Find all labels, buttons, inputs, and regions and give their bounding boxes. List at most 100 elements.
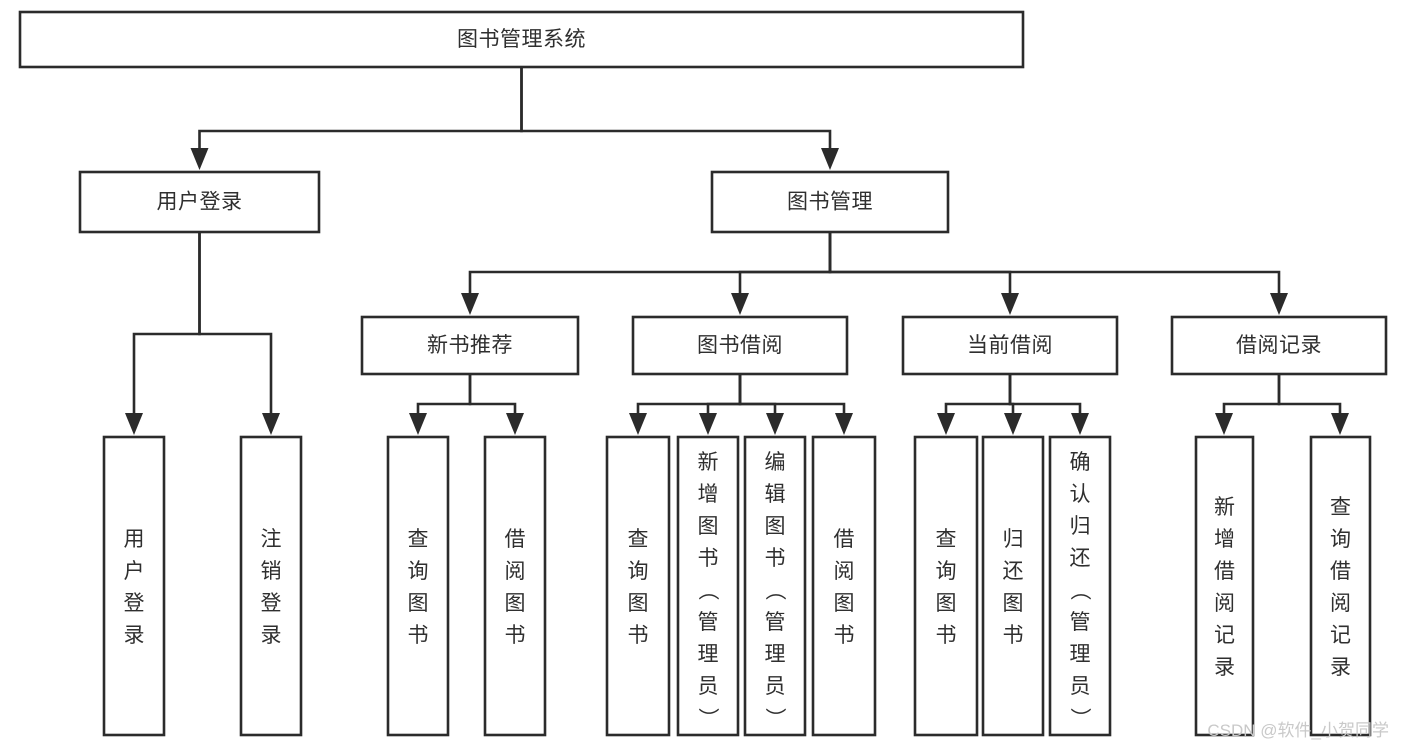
node-label-char: 理 [765, 643, 786, 666]
node-label-char: 阅 [834, 560, 855, 583]
edge-line [738, 374, 777, 413]
node-label-char: 书 [936, 624, 957, 647]
edge-line [828, 232, 1012, 293]
node-用户登录[interactable]: 用户登录 [78, 170, 321, 234]
node-label-char: 登 [261, 592, 282, 615]
node-图书管理系统[interactable]: 图书管理系统 [18, 10, 1025, 69]
edge-图书管理系统-to-用户登录 [190, 67, 523, 170]
node-label-char: 书 [834, 624, 855, 647]
node-label-char: 图 [765, 515, 786, 538]
node-label-char: 图 [936, 592, 957, 615]
node-label-char: 书 [505, 624, 526, 647]
node-label-char: 书 [1003, 624, 1024, 647]
node-label-char: 借 [834, 528, 855, 551]
node-label-char: 还 [1003, 560, 1024, 583]
node-box[interactable] [676, 435, 740, 737]
node-box[interactable] [743, 435, 807, 737]
edge-arrowhead [699, 413, 717, 435]
edge-arrowhead [262, 413, 280, 435]
node-label-char: 图 [408, 592, 429, 615]
node-label-char: 确 [1070, 451, 1091, 474]
edge-line [520, 67, 832, 148]
node-label: 图书借阅 [697, 334, 783, 357]
node-box[interactable] [1194, 435, 1255, 737]
node-box[interactable] [360, 315, 580, 376]
node-label-char: 辑 [765, 483, 786, 506]
node-label-char: 记 [1214, 624, 1235, 647]
edge-line [828, 232, 1281, 293]
edge-line [468, 374, 517, 413]
node-label-char: 记 [1330, 624, 1351, 647]
edge-arrowhead [835, 413, 853, 435]
node-label-char: 理 [698, 643, 719, 666]
edge-arrowhead [461, 293, 479, 315]
node-box[interactable] [901, 315, 1119, 376]
node-box[interactable] [913, 435, 979, 737]
node-box[interactable] [605, 435, 671, 737]
edge-arrowhead [409, 413, 427, 435]
edge-line [468, 232, 832, 293]
edge-line [1277, 374, 1342, 413]
node-box[interactable] [710, 170, 950, 234]
node-label-char: 书 [628, 624, 649, 647]
node-label-char: 询 [408, 560, 429, 583]
node-label-char: 员 [698, 675, 719, 698]
node-图书借阅[interactable]: 图书借阅 [631, 315, 849, 376]
node-box[interactable] [811, 435, 877, 737]
node-box[interactable] [102, 435, 166, 737]
edge-line [944, 374, 1012, 413]
edge-当前借阅-to-确认归还 [1008, 374, 1089, 435]
edge-line [706, 374, 742, 413]
node-label-char: 销 [261, 560, 282, 583]
node-图书管理[interactable]: 图书管理 [710, 170, 950, 234]
node-当前借阅[interactable]: 当前借阅 [901, 315, 1119, 376]
node-label-char: 用 [124, 528, 145, 551]
node-label-char: 图 [628, 592, 649, 615]
node-label-char: （ [763, 580, 786, 601]
node-label-char: 员 [1070, 675, 1091, 698]
node-label: 新书推荐 [427, 334, 513, 357]
edge-借阅记录-to-新增借阅记录 [1215, 374, 1281, 435]
edge-arrowhead [1331, 413, 1349, 435]
node-box[interactable] [483, 435, 547, 737]
node-label-char: 图 [698, 515, 719, 538]
edge-arrowhead [1071, 413, 1089, 435]
edge-借阅记录-to-查询借阅记录 [1277, 374, 1349, 435]
edge-arrowhead [821, 148, 839, 170]
node-用户登录[interactable]: 用户登录 [102, 435, 166, 737]
edge-line [636, 374, 742, 413]
node-label-char: 查 [408, 528, 429, 551]
node-box[interactable] [18, 10, 1025, 69]
node-box[interactable] [631, 315, 849, 376]
edge-用户登录-to-用户登录 [125, 232, 201, 435]
node-box[interactable] [386, 435, 450, 737]
edge-用户登录-to-注销登录 [198, 232, 280, 435]
node-box[interactable] [1048, 435, 1112, 737]
node-box[interactable] [1170, 315, 1388, 376]
node-label-char: 员 [765, 675, 786, 698]
node-label: 用户登录 [157, 191, 243, 214]
node-box[interactable] [239, 435, 303, 737]
node-新书推荐[interactable]: 新书推荐 [360, 315, 580, 376]
node-label-char: 查 [936, 528, 957, 551]
edge-图书管理系统-to-图书管理 [520, 67, 839, 170]
node-借阅记录[interactable]: 借阅记录 [1170, 315, 1388, 376]
node-box[interactable] [78, 170, 321, 234]
node-box[interactable] [1309, 435, 1372, 737]
node-label-char: 注 [261, 528, 282, 551]
edge-arrowhead [1001, 293, 1019, 315]
node-box[interactable] [981, 435, 1045, 737]
